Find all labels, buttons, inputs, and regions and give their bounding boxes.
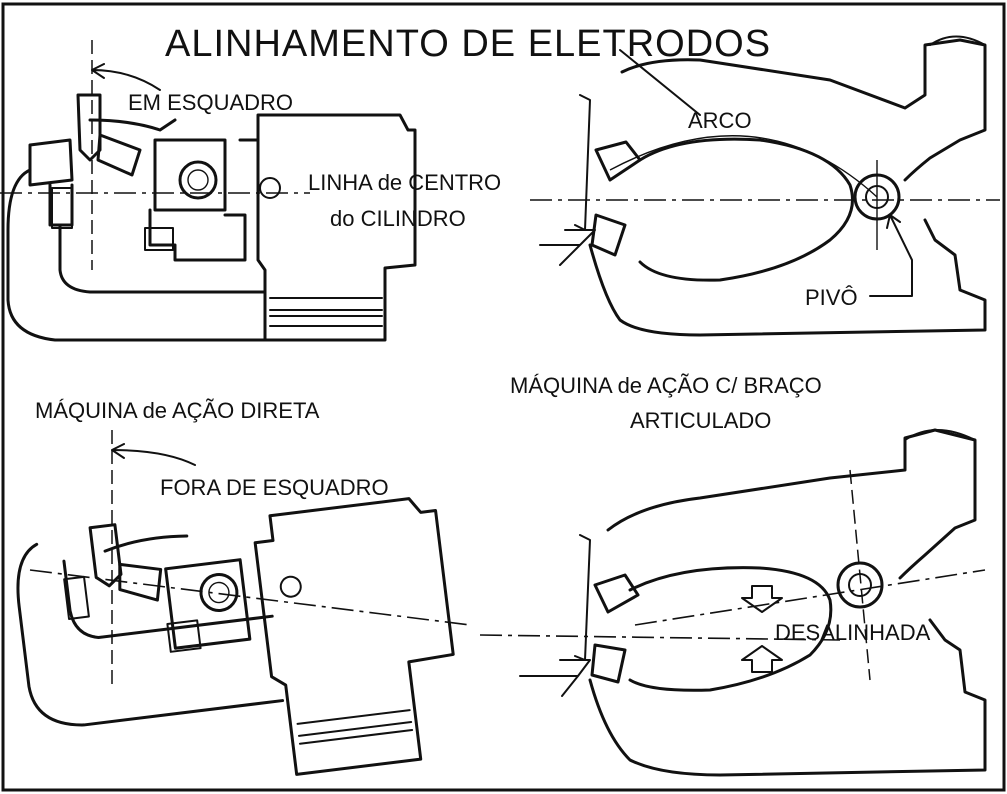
label-linha-centro: LINHA de CENTRO bbox=[308, 170, 501, 195]
force-arrow-up bbox=[741, 645, 783, 673]
arm-inner-window bbox=[638, 137, 854, 282]
tilted-c-frame bbox=[16, 542, 285, 727]
misaligned-upper-electrode bbox=[593, 573, 640, 614]
tilted-housing-vent bbox=[296, 709, 414, 745]
label-arco: ARCO bbox=[688, 108, 752, 133]
housing-bolt bbox=[259, 177, 281, 199]
panel-direct-out-of-square: MÁQUINA de AÇÃO DIRETA FORA DE ESQUADRO bbox=[16, 398, 471, 776]
caption-direct-action: MÁQUINA de AÇÃO DIRETA bbox=[35, 398, 320, 423]
out-of-square-indicator-arrow bbox=[111, 443, 196, 466]
pivot-pointer bbox=[869, 214, 913, 297]
tilted-lower-block bbox=[63, 575, 90, 620]
force-arrow-down bbox=[741, 585, 783, 613]
page-title: ALINHAMENTO DE ELETRODOS bbox=[165, 23, 771, 65]
panel-pivot-misaligned: MÁQUINA de AÇÃO C/ BRAÇO ARTICULADO DESA… bbox=[479, 373, 987, 777]
arc-pointer-top bbox=[619, 49, 701, 116]
cylinder-body bbox=[153, 138, 227, 212]
arc-line bbox=[609, 135, 878, 198]
misaligned-lower-electrode bbox=[590, 643, 627, 684]
tilted-cylinder-foot bbox=[166, 619, 202, 653]
tilted-housing-bolt bbox=[279, 575, 302, 598]
tilted-machine bbox=[16, 497, 455, 776]
misaligned-arm-cap bbox=[904, 429, 976, 441]
misaligned-line-upper bbox=[634, 569, 986, 626]
misaligned-pivot-axis bbox=[849, 469, 871, 681]
tilted-main-housing bbox=[253, 497, 455, 776]
misaligned-line-lower bbox=[479, 634, 841, 641]
cylinder-lower-part bbox=[148, 208, 247, 262]
square-indicator-arrow bbox=[91, 63, 161, 91]
caption-pivot-arm-2: ARTICULADO bbox=[630, 408, 771, 433]
label-do-cilindro: do CILINDRO bbox=[330, 206, 466, 231]
cylinder-gauge-inner bbox=[187, 169, 209, 191]
housing-vent bbox=[269, 297, 383, 327]
misaligned-upper-arm bbox=[606, 428, 977, 580]
lower-c-frame bbox=[6, 168, 267, 342]
lower-electrode-2 bbox=[590, 213, 627, 257]
label-fora-de-esquadro: FORA DE ESQUADRO bbox=[160, 475, 389, 500]
lower-pivot-arm bbox=[588, 218, 987, 337]
electrode-stack-2 bbox=[539, 94, 596, 266]
lower-electrode-block bbox=[51, 187, 73, 229]
label-pivo: PIVÔ bbox=[805, 285, 858, 310]
misaligned-inner-window bbox=[628, 566, 833, 692]
upper-electrode bbox=[76, 93, 177, 162]
misaligned-lower-arm bbox=[588, 618, 987, 777]
panel-direct-square: EM ESQUADRO LINHA de CENTRO do CILINDRO bbox=[0, 40, 501, 342]
caption-pivot-arm-1: MÁQUINA de AÇÃO C/ BRAÇO bbox=[510, 373, 822, 398]
label-desalinhada: DESALINHADA bbox=[775, 620, 931, 645]
tilted-center-line bbox=[29, 569, 471, 626]
main-housing bbox=[238, 113, 417, 342]
upper-electrode-2 bbox=[594, 140, 642, 182]
arm-cap bbox=[929, 35, 986, 46]
misaligned-electrode-stack bbox=[519, 534, 591, 697]
upper-pivot-arm bbox=[620, 38, 987, 182]
tilted-cylinder-gauge bbox=[199, 573, 239, 613]
cylinder-gauge bbox=[178, 160, 218, 200]
panel-pivot-aligned: ARCO PIVÔ bbox=[530, 35, 1000, 337]
label-em-esquadro: EM ESQUADRO bbox=[128, 90, 293, 115]
cylinder-foot bbox=[144, 227, 174, 251]
tilted-cylinder-body bbox=[164, 558, 252, 650]
tilted-gauge-inner bbox=[208, 581, 230, 604]
misaligned-pivot-outer bbox=[836, 561, 884, 609]
upper-tip-holder bbox=[96, 133, 142, 177]
tilted-upper-electrode bbox=[88, 523, 189, 588]
